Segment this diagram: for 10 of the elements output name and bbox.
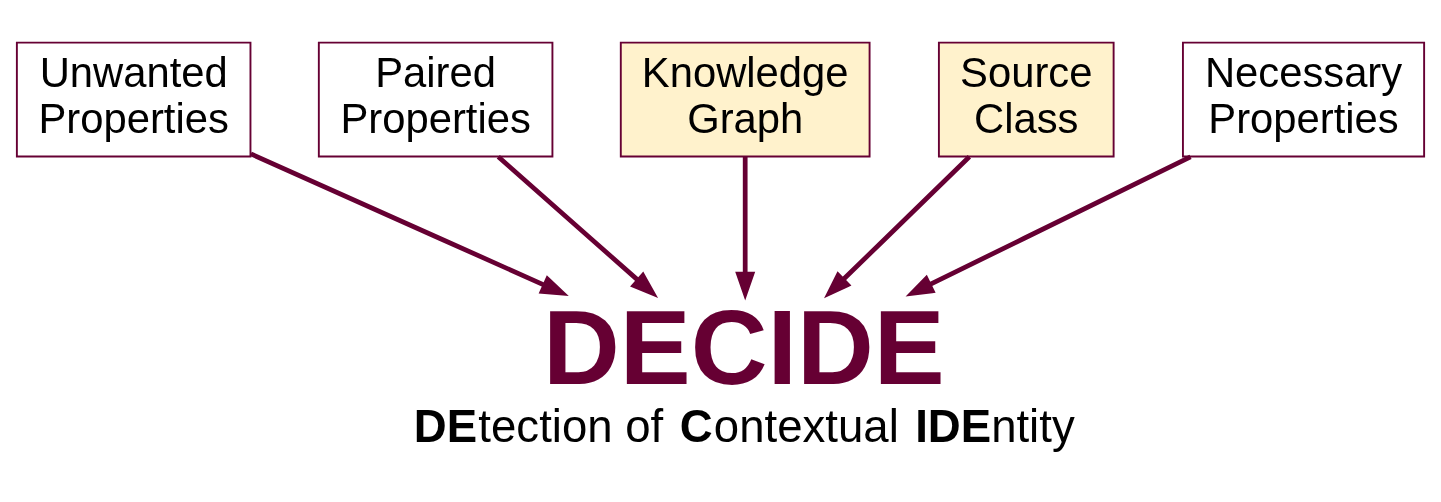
arrow <box>735 156 756 300</box>
node-box: Unwanted Properties <box>15 41 252 157</box>
node-box: Knowledge Graph <box>619 41 871 157</box>
node-box: Paired Properties <box>317 41 554 157</box>
node-box: Necessary Properties <box>1182 41 1426 157</box>
arrow <box>496 154 659 298</box>
node-box: Source Class <box>937 41 1115 157</box>
arrow <box>249 151 569 296</box>
arrow <box>824 154 972 298</box>
arrow <box>905 154 1192 296</box>
